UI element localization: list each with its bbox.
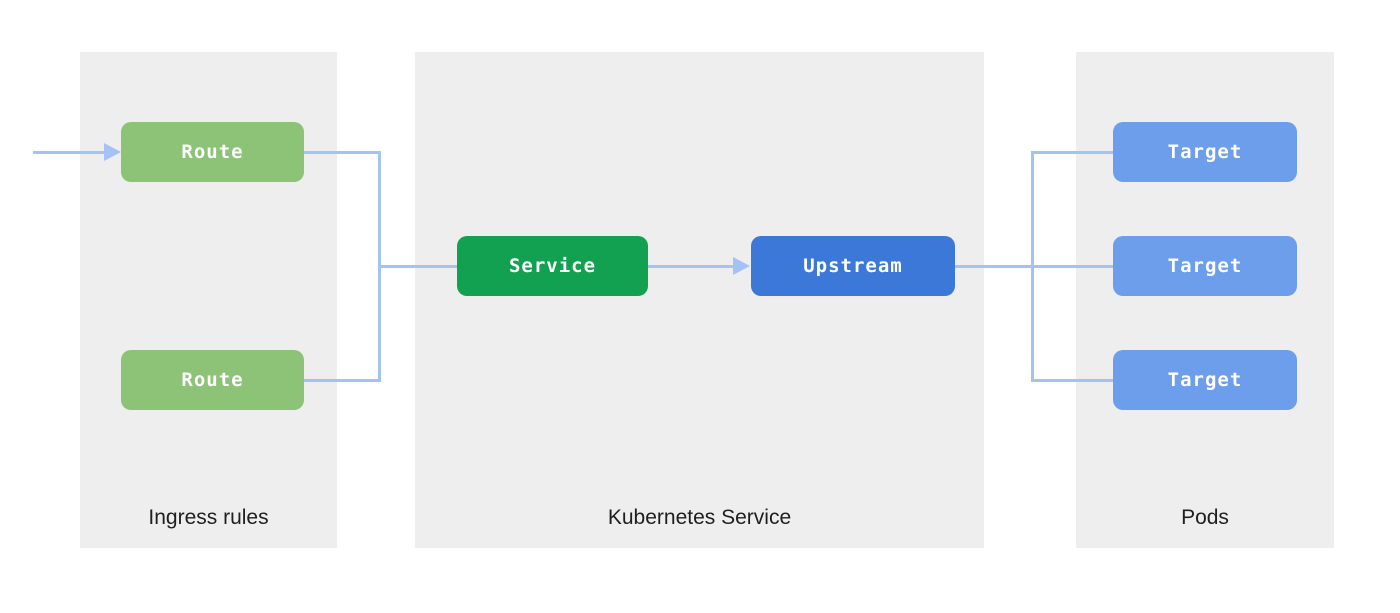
connector-route2-to-junction	[304, 379, 380, 382]
node-route-2: Route	[121, 350, 304, 410]
connector-entry-to-route1	[33, 151, 106, 154]
connector-junction-to-target1	[1031, 151, 1113, 154]
connector-upstream-to-target2	[955, 265, 1113, 268]
node-target-2: Target	[1113, 236, 1297, 296]
node-service: Service	[457, 236, 648, 296]
arrowhead-right-icon	[104, 143, 121, 161]
node-route-1: Route	[121, 122, 304, 182]
panel-label-pods: Pods	[1181, 506, 1229, 529]
node-target-3: Target	[1113, 350, 1297, 410]
connector-right-junction-vertical	[1031, 151, 1034, 382]
node-upstream: Upstream	[751, 236, 955, 296]
connector-junction-to-service	[378, 265, 457, 268]
panel-kubernetes-service: Kubernetes Service	[415, 52, 984, 548]
connector-junction-to-target3	[1031, 379, 1113, 382]
connector-route1-to-junction	[304, 151, 380, 154]
arrowhead-right-icon	[733, 257, 750, 275]
panel-label-kubernetes-service: Kubernetes Service	[607, 506, 792, 529]
node-target-1: Target	[1113, 122, 1297, 182]
panel-label-ingress-rules: Ingress rules	[148, 506, 269, 529]
connector-service-to-upstream	[648, 265, 735, 268]
